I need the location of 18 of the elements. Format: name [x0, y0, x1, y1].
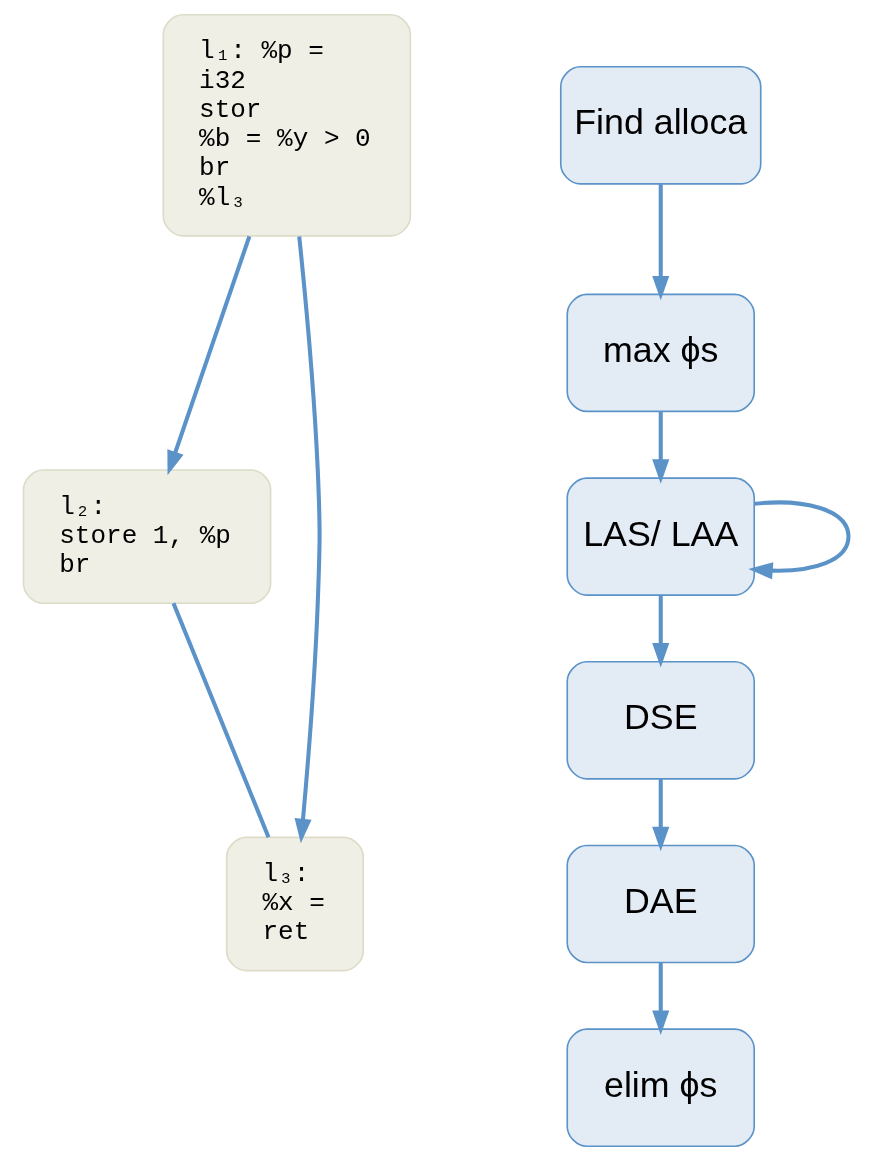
- node-box: DSE: [565, 660, 755, 780]
- node-box: Find alloca: [559, 66, 762, 185]
- arrow: [294, 236, 322, 844]
- arrow: [651, 779, 669, 852]
- connector: [171, 602, 270, 838]
- arrow: [651, 184, 669, 301]
- arrow: [651, 962, 669, 1035]
- node-box: DAE: [565, 844, 755, 964]
- arrow: [651, 595, 669, 668]
- node-box: elim ϕs: [565, 1028, 755, 1148]
- node-box: l₃: %x = ret: [225, 836, 364, 972]
- node-box: l₁: %p = i32 stor %b = %y > 0 br %l₃: [162, 13, 411, 237]
- arrow: [747, 500, 851, 580]
- node-box: l₂: store 1, %p br: [22, 469, 271, 605]
- arrow: [166, 235, 251, 476]
- node-box: max ϕs: [565, 293, 755, 413]
- arrow: [651, 411, 669, 484]
- node-box: LAS/ LAA: [565, 477, 755, 596]
